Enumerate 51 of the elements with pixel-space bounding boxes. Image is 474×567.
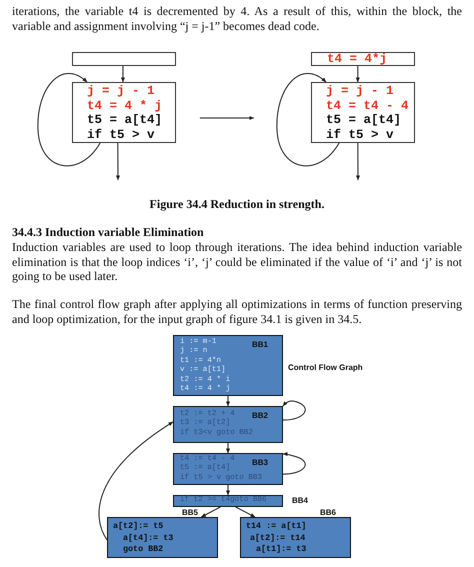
code-line: if t5 > v xyxy=(326,128,394,142)
arrow xyxy=(200,506,221,518)
block-label: BB5 xyxy=(182,508,198,517)
section-heading: 34.4.3 Induction variable Elimination xyxy=(12,225,205,240)
code-line: j = j - 1 xyxy=(326,84,394,98)
arrow xyxy=(282,400,306,421)
arrow xyxy=(226,396,230,406)
arrow xyxy=(282,452,306,475)
arrow xyxy=(199,116,254,120)
arrow xyxy=(38,72,101,166)
block-label: BB6 xyxy=(320,508,336,517)
code-line: t14 := a[t1] xyxy=(246,521,306,532)
arrow xyxy=(116,142,120,180)
code-block xyxy=(173,495,283,507)
empty-box xyxy=(72,52,176,66)
code-line: t4 = 4 * j xyxy=(87,98,162,113)
code-line: a[t4]:= t3 xyxy=(122,532,174,544)
code-line: a[t2]:= t5 xyxy=(113,521,164,532)
code-block xyxy=(107,517,218,558)
block-label: BB2 xyxy=(252,411,268,420)
arrow xyxy=(120,66,125,82)
paragraph: Induction variables are used to loop through iterations. The idea behind induction variable elimination is that the loop indices ‘i’, ‘j’ could be eliminated if the value of ‘i’ and ‘j’ is not going to be used later. xyxy=(12,240,462,284)
paragraph: The final control flow graph after applying all optimizations in terms of function preserving and loop optimization, for the input graph of figure 34.1 is given in 34.5. xyxy=(12,297,462,326)
code-line: a[t1]:= t3 xyxy=(255,544,306,556)
code-line: t4 = t4 - 4 xyxy=(326,98,409,113)
code-line: goto BB2 xyxy=(122,544,164,556)
code-line: t5 = a[t4] xyxy=(326,113,402,128)
code-line: a[t2]:= t14 xyxy=(249,532,306,544)
code-block xyxy=(311,82,415,143)
code-block xyxy=(173,406,283,443)
paragraph: iterations, the variable t4 is decremented by 4. As a result of this, within the block, the variable and assignment involving “j = j-1” becomes dead code. xyxy=(12,4,462,34)
block-label: BB1 xyxy=(252,340,268,349)
code-block xyxy=(173,335,283,396)
code-line: t4 = 4*j xyxy=(327,53,388,65)
code-block xyxy=(173,453,283,485)
arrow xyxy=(276,72,340,166)
code-line: t5 = a[t4] xyxy=(87,113,162,128)
code-block xyxy=(311,52,415,66)
code-block xyxy=(72,82,176,143)
block-label: BB3 xyxy=(252,458,268,467)
arrow xyxy=(356,66,360,82)
block-label: BB4 xyxy=(292,496,308,505)
arrow xyxy=(98,421,174,540)
arrow xyxy=(235,506,256,518)
arrow xyxy=(226,442,230,454)
code-line: if t5 > v xyxy=(87,128,155,142)
arrow xyxy=(226,484,230,496)
arrow xyxy=(356,142,360,180)
code-line: j = j - 1 xyxy=(87,84,155,98)
figure-caption: Figure 34.4 Reduction in strength. xyxy=(148,197,326,212)
code-block xyxy=(240,517,351,558)
